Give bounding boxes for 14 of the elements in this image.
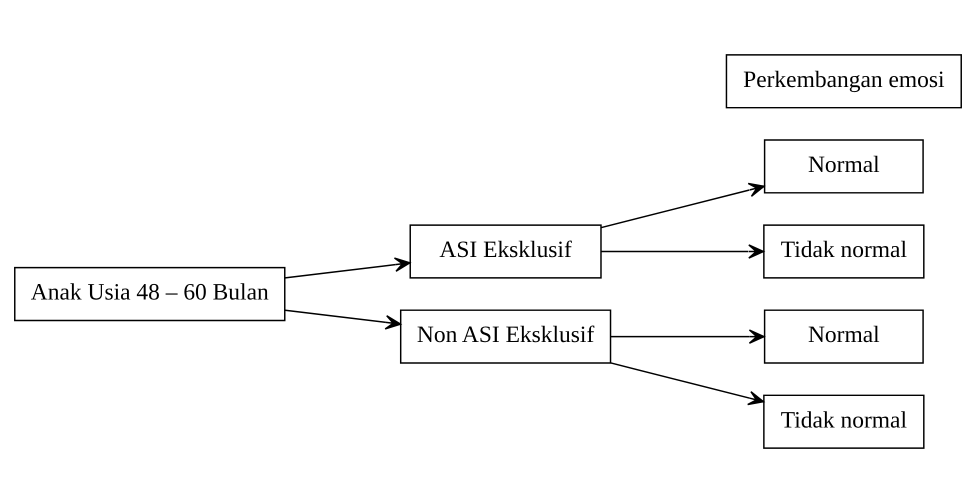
arrow	[601, 182, 765, 228]
arrow	[610, 329, 765, 344]
node-box: Perkembangan emosi	[726, 54, 962, 108]
node-box: Non ASI Eksklusif	[400, 309, 612, 364]
arrow	[285, 309, 402, 330]
arrow	[610, 362, 764, 406]
node-box: Tidak normal	[763, 224, 925, 279]
arrow	[601, 244, 764, 259]
node-box: Normal	[764, 309, 924, 364]
node-box: ASI Eksklusif	[410, 224, 602, 279]
node-box: Tidak normal	[763, 394, 925, 449]
node-box: Normal	[764, 139, 924, 194]
node-box: Anak Usia 48 – 60 Bulan	[14, 266, 286, 322]
arrow	[285, 257, 411, 279]
